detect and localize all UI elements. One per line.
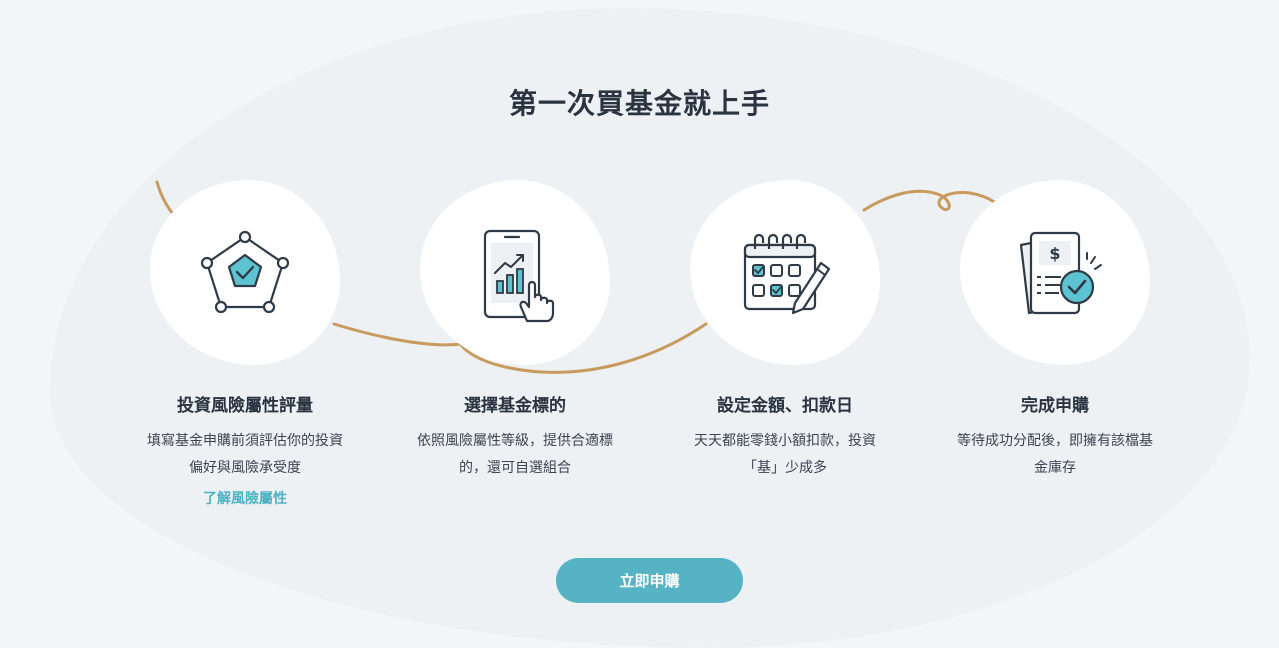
document-check-icon: $ [1019,231,1102,314]
step-title: 完成申購 [1021,396,1089,416]
step-risk-assessment: 投資風險屬性評量 填寫基金申購前須評估你的投資偏好與風險承受度 了解風險屬性 [130,180,360,508]
step-title: 選擇基金標的 [464,396,566,416]
step-complete-purchase: $ 完成申購 等待成功分配後，即擁有該檔基金庫存 [940,180,1170,482]
step-title: 投資風險屬性評量 [177,396,313,416]
section-title: 第一次買基金就上手 [508,87,770,120]
step-description: 填寫基金申購前須評估你的投資偏好與風險承受度 [147,433,343,476]
step-description: 依照風險屬性等級，提供合適標的，還可自選組合 [417,433,613,476]
pentagon-shield-icon [200,230,290,313]
step-icon-blob [150,180,340,365]
step-set-amount: 設定金額、扣款日 天天都能零錢小額扣款，投資「基」少成多 [670,180,900,482]
step-description: 天天都能零錢小額扣款，投資「基」少成多 [694,433,876,476]
tablet-chart-hand-icon [483,229,555,322]
step-icon-blob [690,180,880,365]
risk-profile-link[interactable]: 了解風險屬性 [203,491,287,507]
step-title: 設定金額、扣款日 [717,396,853,416]
step-icon-blob [420,180,610,365]
calendar-pencil-icon [743,233,831,314]
step-icon-blob: $ [960,180,1150,365]
step-choose-fund: 選擇基金標的 依照風險屬性等級，提供合適標的，還可自選組合 [400,180,630,482]
step-description: 等待成功分配後，即擁有該檔基金庫存 [957,433,1153,476]
svg-text:$: $ [1049,244,1060,263]
subscribe-now-button[interactable]: 立即申購 [556,558,743,603]
